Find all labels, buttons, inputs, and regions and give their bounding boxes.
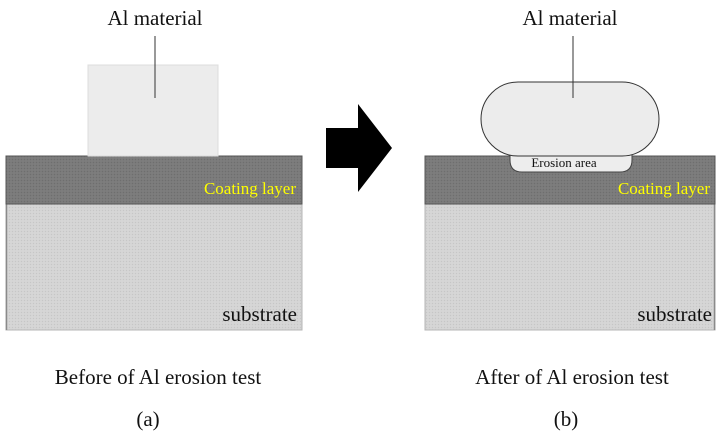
right-caption: After of Al erosion test — [475, 365, 669, 389]
right-coating-label: Coating layer — [618, 179, 710, 198]
left-coating-layer — [5, 155, 303, 205]
right-sublabel: (b) — [554, 407, 579, 431]
left-substrate-label: substrate — [222, 302, 297, 326]
left-al-material — [87, 64, 219, 157]
left-panel: Al material Coating layer substrate Befo… — [5, 6, 303, 431]
right-panel: Al material Erosion area Coating layer s… — [424, 6, 716, 431]
right-coating-layer — [424, 155, 716, 205]
left-caption: Before of Al erosion test — [55, 365, 262, 389]
right-substrate — [424, 203, 716, 331]
right-al-material — [480, 81, 660, 157]
left-sublabel: (a) — [136, 407, 159, 431]
right-erosion-label: Erosion area — [531, 155, 597, 170]
right-substrate-label: substrate — [637, 302, 712, 326]
right-arrow-icon — [326, 104, 392, 192]
left-substrate — [5, 203, 303, 331]
left-material-label: Al material — [107, 6, 202, 30]
right-material-label: Al material — [522, 6, 617, 30]
left-coating-label: Coating layer — [204, 179, 296, 198]
